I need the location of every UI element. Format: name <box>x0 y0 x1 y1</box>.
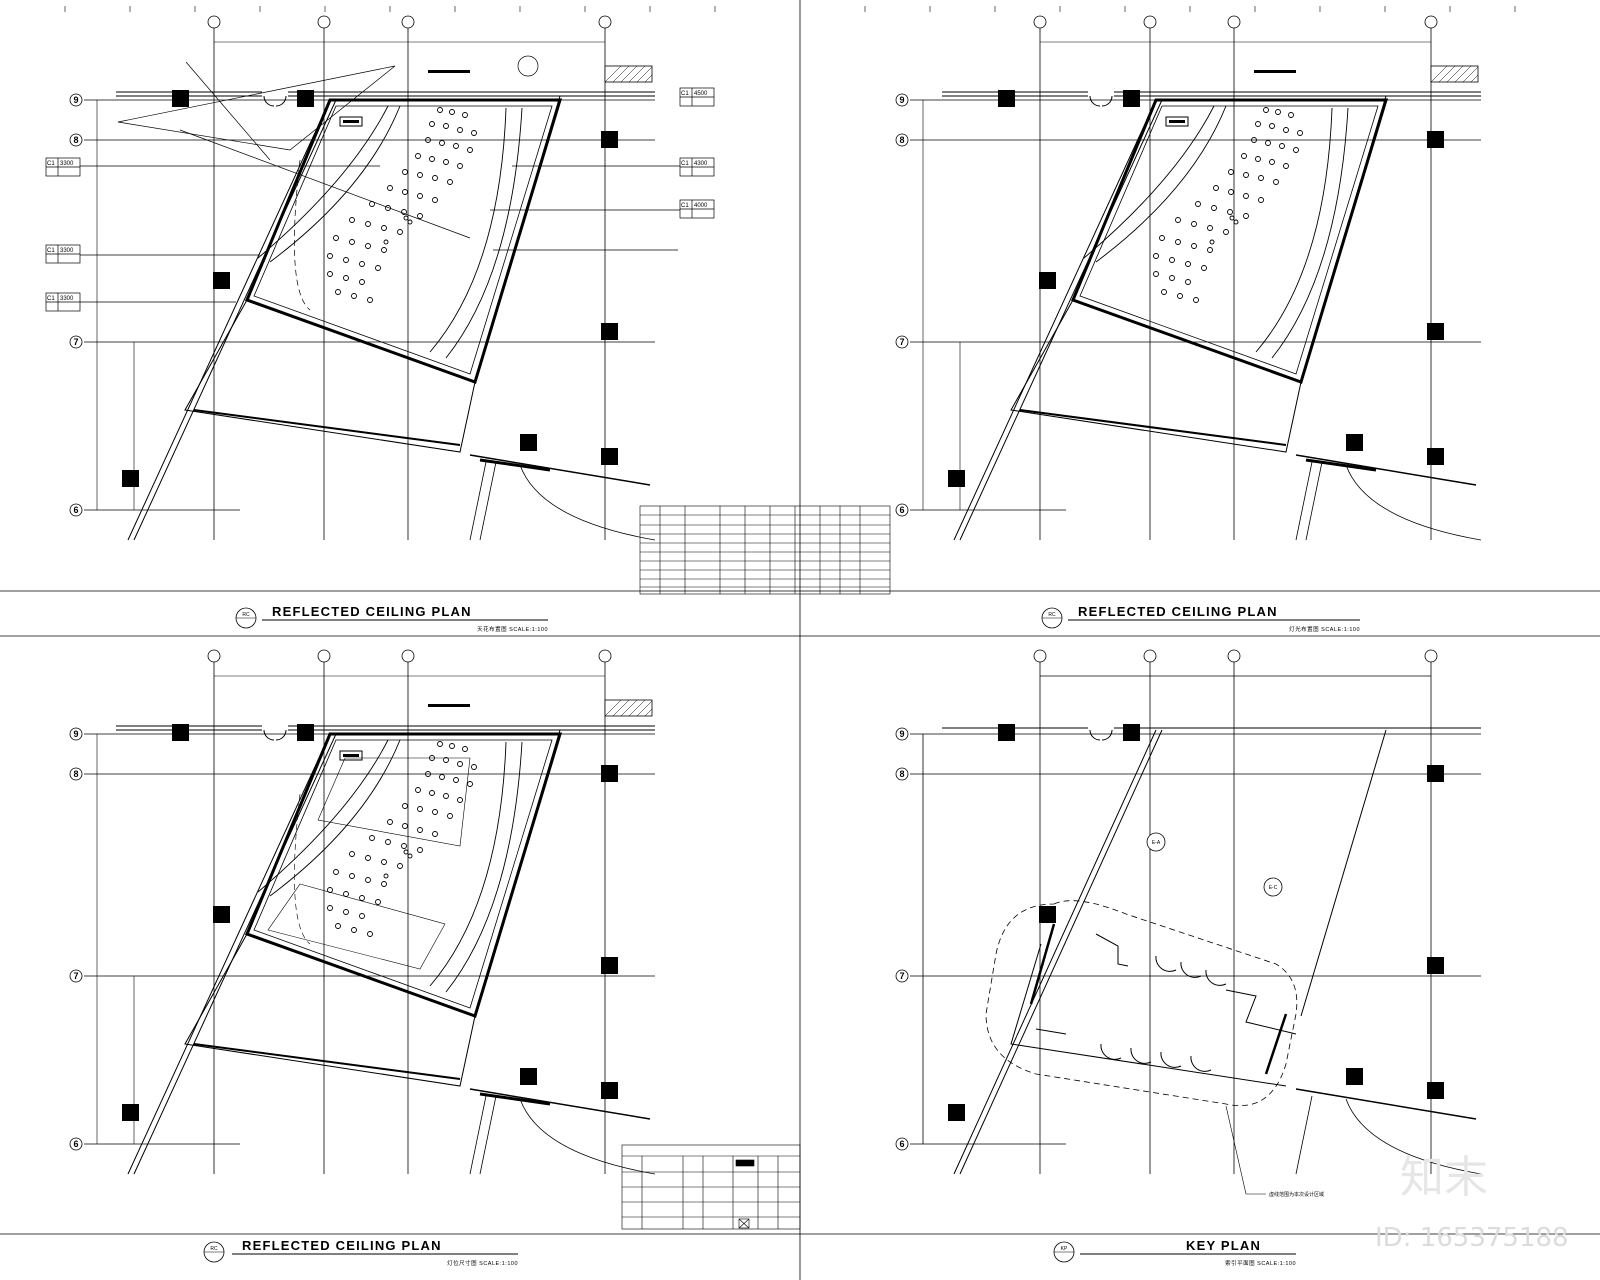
drawing-tag: RC <box>1048 612 1056 618</box>
drawing-tag: RC <box>210 1246 218 1252</box>
grid-row-label: 6 <box>73 1139 78 1149</box>
callout-b-4: 3300 <box>60 248 74 254</box>
callout-a-1: C1 <box>47 161 55 167</box>
grid-row-label: 8 <box>73 769 78 779</box>
panel-rcp-bottom-left: 9 8 7 6 RC REFLECTED CEILING PLAN 灯位尺寸图 … <box>68 648 801 1267</box>
callout-a-3: C1 <box>681 203 689 209</box>
grid-row-label: 9 <box>73 95 78 105</box>
panel-title: KEY PLAN <box>1186 1238 1261 1253</box>
callout-b-1: 3300 <box>60 161 74 167</box>
panel-subtitle: 灯位尺寸图 SCALE:1:100 <box>447 1259 518 1267</box>
elevation-marker-label: E-A <box>1152 840 1161 846</box>
panel-subtitle: 灯光布置图 SCALE:1:100 <box>1289 625 1360 633</box>
panel-title: REFLECTED CEILING PLAN <box>242 1238 442 1253</box>
watermark-brand: 知末 <box>1400 1152 1488 1203</box>
elevation-marker-label: E-C <box>1269 885 1278 891</box>
elevation-marker <box>1263 877 1283 897</box>
luminaire-schedule-table <box>639 505 891 595</box>
grid-row-label: 6 <box>73 505 78 515</box>
callout-b-0: 4500 <box>694 91 708 97</box>
panel-title: REFLECTED CEILING PLAN <box>1078 604 1278 619</box>
watermark-id: ID: 165375188 <box>1375 1223 1569 1253</box>
callout-a-0: C1 <box>681 91 689 97</box>
grid-row-label: 9 <box>73 729 78 739</box>
callout-b-5: 3300 <box>60 296 74 302</box>
grid-row-label: 7 <box>899 971 904 981</box>
panel-key-plan: 9 8 7 6 <box>895 649 1482 1267</box>
grid-row-label: 6 <box>899 1139 904 1149</box>
panel-rcp-top-left: C1 4500 C1 3300 C1 4300 C1 4000 C1 3300 … <box>45 14 891 633</box>
callout-a-5: C1 <box>47 296 55 302</box>
grid-row-label: 9 <box>899 729 904 739</box>
grid-row-label: 8 <box>899 135 904 145</box>
drawing-tag: KP <box>1061 1246 1068 1252</box>
callout-a-4: C1 <box>47 248 55 254</box>
grid-row-label: 7 <box>73 971 78 981</box>
key-plan-note: 虚线范围为本次设计区域 <box>1269 1191 1324 1198</box>
callout-a-2: C1 <box>681 161 689 167</box>
panel-subtitle: 索引平面图 SCALE:1:100 <box>1225 1259 1296 1267</box>
elevation-marker <box>1146 832 1166 852</box>
grid-row-label: 6 <box>899 505 904 515</box>
border-ticks <box>64 6 1516 12</box>
grid-row-label: 8 <box>73 135 78 145</box>
grid-row-label: 7 <box>899 337 904 347</box>
panel-subtitle: 天花布置图 SCALE:1:100 <box>477 625 548 633</box>
callout-b-3: 4000 <box>694 203 708 209</box>
grid-row-label: 8 <box>899 769 904 779</box>
design-area-boundary <box>985 900 1298 1106</box>
panel-rcp-top-right: 9 8 7 6 RC REFLECTED CEILING PLAN 灯光布置图 … <box>894 14 1483 633</box>
callout-tags <box>45 87 715 312</box>
legend-table <box>621 1144 801 1230</box>
drawing-tag: RC <box>242 612 250 618</box>
grid-row-label: 7 <box>73 337 78 347</box>
callout-b-2: 4300 <box>694 161 708 167</box>
grid-row-label: 9 <box>899 95 904 105</box>
panel-title: REFLECTED CEILING PLAN <box>272 604 472 619</box>
